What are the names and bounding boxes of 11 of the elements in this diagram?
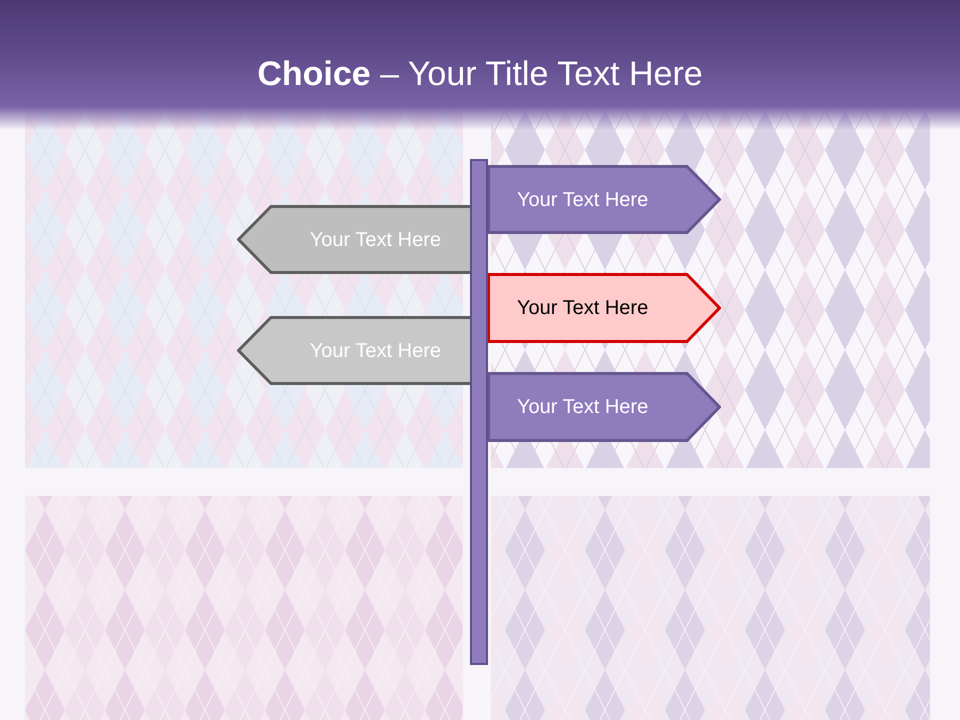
right-arrow-sign bbox=[487, 165, 721, 234]
left-arrow-sign bbox=[237, 316, 473, 385]
left-arrow-sign bbox=[237, 205, 473, 274]
sign-text: Your Text Here bbox=[517, 296, 648, 320]
signpost-pole bbox=[470, 159, 488, 665]
right-arrow-sign bbox=[487, 372, 721, 442]
slide-title: Choice – Your Title Text Here bbox=[257, 54, 703, 95]
sign-text: Your Text Here bbox=[517, 395, 648, 419]
sign-text: Your Text Here bbox=[517, 188, 648, 212]
sign-text: Your Text Here bbox=[310, 228, 441, 252]
right-arrow-sign bbox=[487, 273, 721, 343]
